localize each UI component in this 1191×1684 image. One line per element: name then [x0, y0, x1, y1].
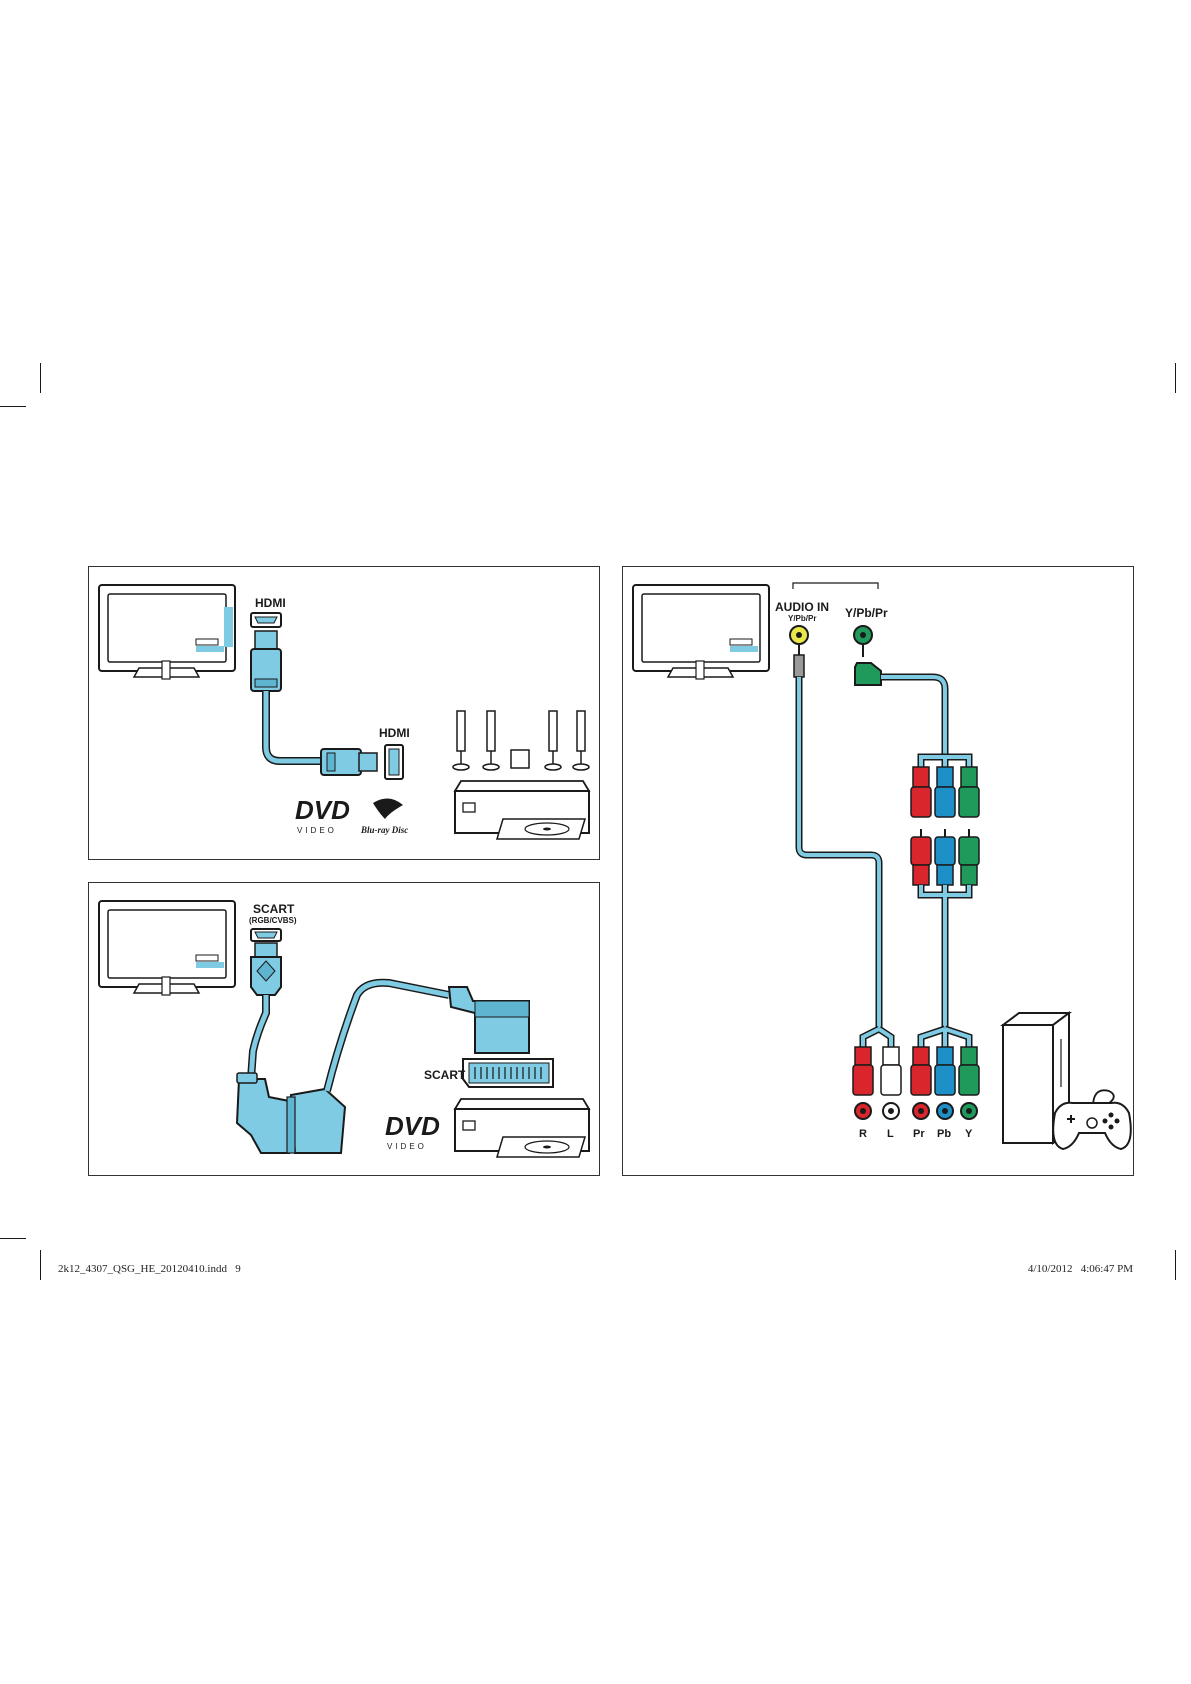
- tv-icon: [99, 901, 235, 995]
- audio-cable: [794, 645, 891, 1047]
- audio-in-jack-icon: [790, 626, 808, 644]
- label-r: R: [859, 1128, 867, 1140]
- crop-mark: [1175, 1250, 1176, 1280]
- tv-port-icon: [251, 929, 281, 941]
- connector-labels: R L Pr Pb Y: [859, 1128, 973, 1140]
- scart-socket-icon: [463, 1059, 553, 1087]
- component-diagram: AUDIO IN Y/Pb/Pr Y/Pb/Pr: [623, 567, 1135, 1177]
- rca-socket-row: [855, 1103, 977, 1119]
- disc-player-icon: [455, 1099, 589, 1157]
- dvd-logo: DVD: [385, 1111, 440, 1141]
- ypbpr-jack-icon: [854, 626, 872, 644]
- bluray-logo-text: Blu-ray Disc: [360, 825, 408, 835]
- crop-mark: [40, 363, 41, 393]
- device-scart-label: SCART: [424, 1068, 466, 1082]
- label-pr: Pr: [913, 1128, 925, 1140]
- audio-in-label: AUDIO IN: [775, 600, 829, 614]
- bluray-logo-icon: [373, 798, 403, 819]
- device-hdmi-label: HDMI: [379, 726, 410, 740]
- hdmi-cable: [251, 631, 377, 775]
- crop-mark: [0, 406, 26, 407]
- label-l: L: [887, 1128, 894, 1140]
- hdmi-connection-panel: HDMI HDMI DVD VIDEO Blu-ray Disc: [88, 566, 600, 860]
- rca-plug-group-bottom: [853, 1047, 979, 1095]
- ypbpr-cable: [855, 645, 969, 767]
- device-hdmi-port-icon: [385, 745, 403, 779]
- component-connection-panel: AUDIO IN Y/Pb/Pr Y/Pb/Pr: [622, 566, 1134, 1176]
- footer-timestamp: 4/10/2012 4:06:47 PM: [1028, 1263, 1133, 1275]
- ypbpr-label: Y/Pb/Pr: [845, 606, 888, 620]
- disc-player-icon: [455, 781, 589, 839]
- speaker-icon: [453, 711, 589, 770]
- tv-scart-sublabel: (RGB/CVBS): [249, 916, 297, 925]
- dvd-logo-subtext: VIDEO: [387, 1142, 427, 1151]
- hdmi-port-icon: [251, 613, 281, 627]
- label-y: Y: [965, 1128, 973, 1140]
- scart-connection-panel: SCART (RGB/CVBS) SCART: [88, 882, 600, 1176]
- crop-mark: [1175, 363, 1176, 393]
- footer-file-name: 2k12_4307_QSG_HE_20120410.indd 9: [58, 1263, 241, 1275]
- tv-icon: [633, 585, 769, 679]
- scart-diagram: SCART (RGB/CVBS) SCART: [89, 883, 601, 1177]
- crop-mark: [40, 1250, 41, 1280]
- dvd-logo: DVD: [295, 795, 350, 825]
- label-pb: Pb: [937, 1128, 951, 1140]
- audio-in-sublabel: Y/Pb/Pr: [788, 614, 816, 623]
- crop-mark: [0, 1238, 26, 1239]
- tv-hdmi-label: HDMI: [255, 596, 286, 610]
- tv-icon: [99, 585, 235, 679]
- hdmi-diagram: HDMI HDMI DVD VIDEO Blu-ray Disc: [89, 567, 601, 861]
- tv-scart-label: SCART: [253, 902, 295, 916]
- rca-plug-group-middle: [911, 829, 979, 1047]
- dvd-logo-subtext: VIDEO: [297, 826, 337, 835]
- port-group-bracket: [793, 583, 878, 589]
- rca-plug-group-upper: [911, 767, 979, 817]
